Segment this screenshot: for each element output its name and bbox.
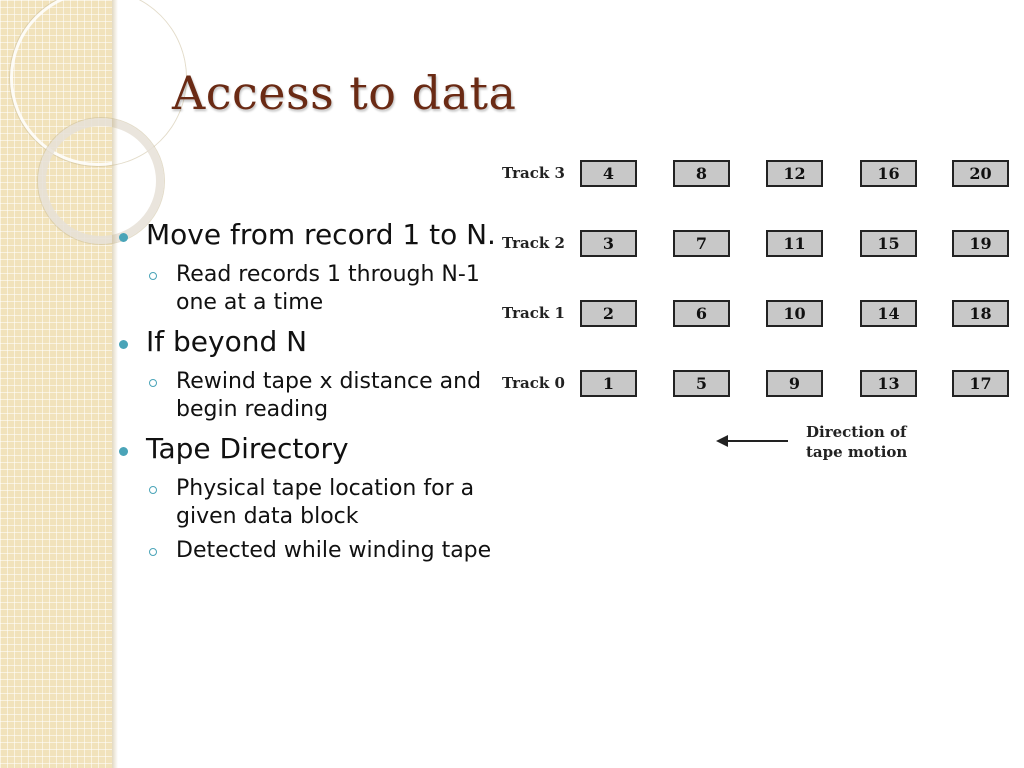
record-box: 17 <box>952 370 1009 397</box>
track-label: Track 3 <box>502 164 565 182</box>
sub-bullet-item: Physical tape location for a given data … <box>146 475 497 531</box>
record-box: 10 <box>766 300 823 327</box>
record-box: 14 <box>860 300 917 327</box>
sub-bullet-list: Physical tape location for a given data … <box>146 475 497 565</box>
sub-bullet-list: Rewind tape x distance and begin reading <box>146 368 497 424</box>
record-box: 8 <box>673 160 730 187</box>
bullet-item: Move from record 1 to N. Read records 1 … <box>115 218 497 317</box>
sub-bullet-ring-icon <box>149 272 157 280</box>
direction-label: Direction of tape motion <box>806 423 908 461</box>
tape-direction-arrow-line <box>722 440 788 442</box>
track-label: Track 2 <box>502 234 565 252</box>
record-box: 11 <box>766 230 823 257</box>
record-box: 20 <box>952 160 1009 187</box>
bullet-dot-icon <box>119 233 128 242</box>
sub-bullet-ring-icon <box>149 379 157 387</box>
sub-bullet-text: Physical tape location for a given data … <box>176 476 475 529</box>
sub-bullet-ring-icon <box>149 486 157 494</box>
sub-bullet-ring-icon <box>149 548 157 556</box>
track-label: Track 1 <box>502 304 565 322</box>
sub-bullet-item: Rewind tape x distance and begin reading <box>146 368 497 424</box>
record-box: 9 <box>766 370 823 397</box>
record-box: 6 <box>673 300 730 327</box>
bullet-text: If beyond N <box>146 325 308 358</box>
bullet-item: Tape Directory Physical tape location fo… <box>115 432 497 565</box>
sub-bullet-text: Detected while winding tape <box>176 538 492 563</box>
record-box: 13 <box>860 370 917 397</box>
sub-bullet-text: Rewind tape x distance and begin reading <box>176 369 482 422</box>
record-box: 2 <box>580 300 637 327</box>
record-box: 1 <box>580 370 637 397</box>
record-box: 7 <box>673 230 730 257</box>
sub-bullet-item: Detected while winding tape <box>146 537 497 565</box>
bullet-dot-icon <box>119 447 128 456</box>
record-box: 16 <box>860 160 917 187</box>
record-box: 18 <box>952 300 1009 327</box>
record-box: 15 <box>860 230 917 257</box>
bullet-text: Move from record 1 to N. <box>146 218 496 251</box>
record-box: 19 <box>952 230 1009 257</box>
decorative-ring-small <box>38 118 164 244</box>
bullet-list: Move from record 1 to N. Read records 1 … <box>115 218 497 573</box>
record-box: 12 <box>766 160 823 187</box>
sub-bullet-text: Read records 1 through N-1 one at a time <box>176 262 480 315</box>
record-box: 3 <box>580 230 637 257</box>
bullet-dot-icon <box>119 340 128 349</box>
slide-title: Access to data <box>172 66 517 120</box>
bullet-item: If beyond N Rewind tape x distance and b… <box>115 325 497 424</box>
sub-bullet-list: Read records 1 through N-1 one at a time <box>146 261 497 317</box>
record-box: 4 <box>580 160 637 187</box>
record-box: 5 <box>673 370 730 397</box>
bullet-text: Tape Directory <box>146 432 349 465</box>
side-strip-shadow <box>112 0 118 768</box>
sub-bullet-item: Read records 1 through N-1 one at a time <box>146 261 497 317</box>
track-label: Track 0 <box>502 374 565 392</box>
left-arrow-icon <box>716 435 728 447</box>
